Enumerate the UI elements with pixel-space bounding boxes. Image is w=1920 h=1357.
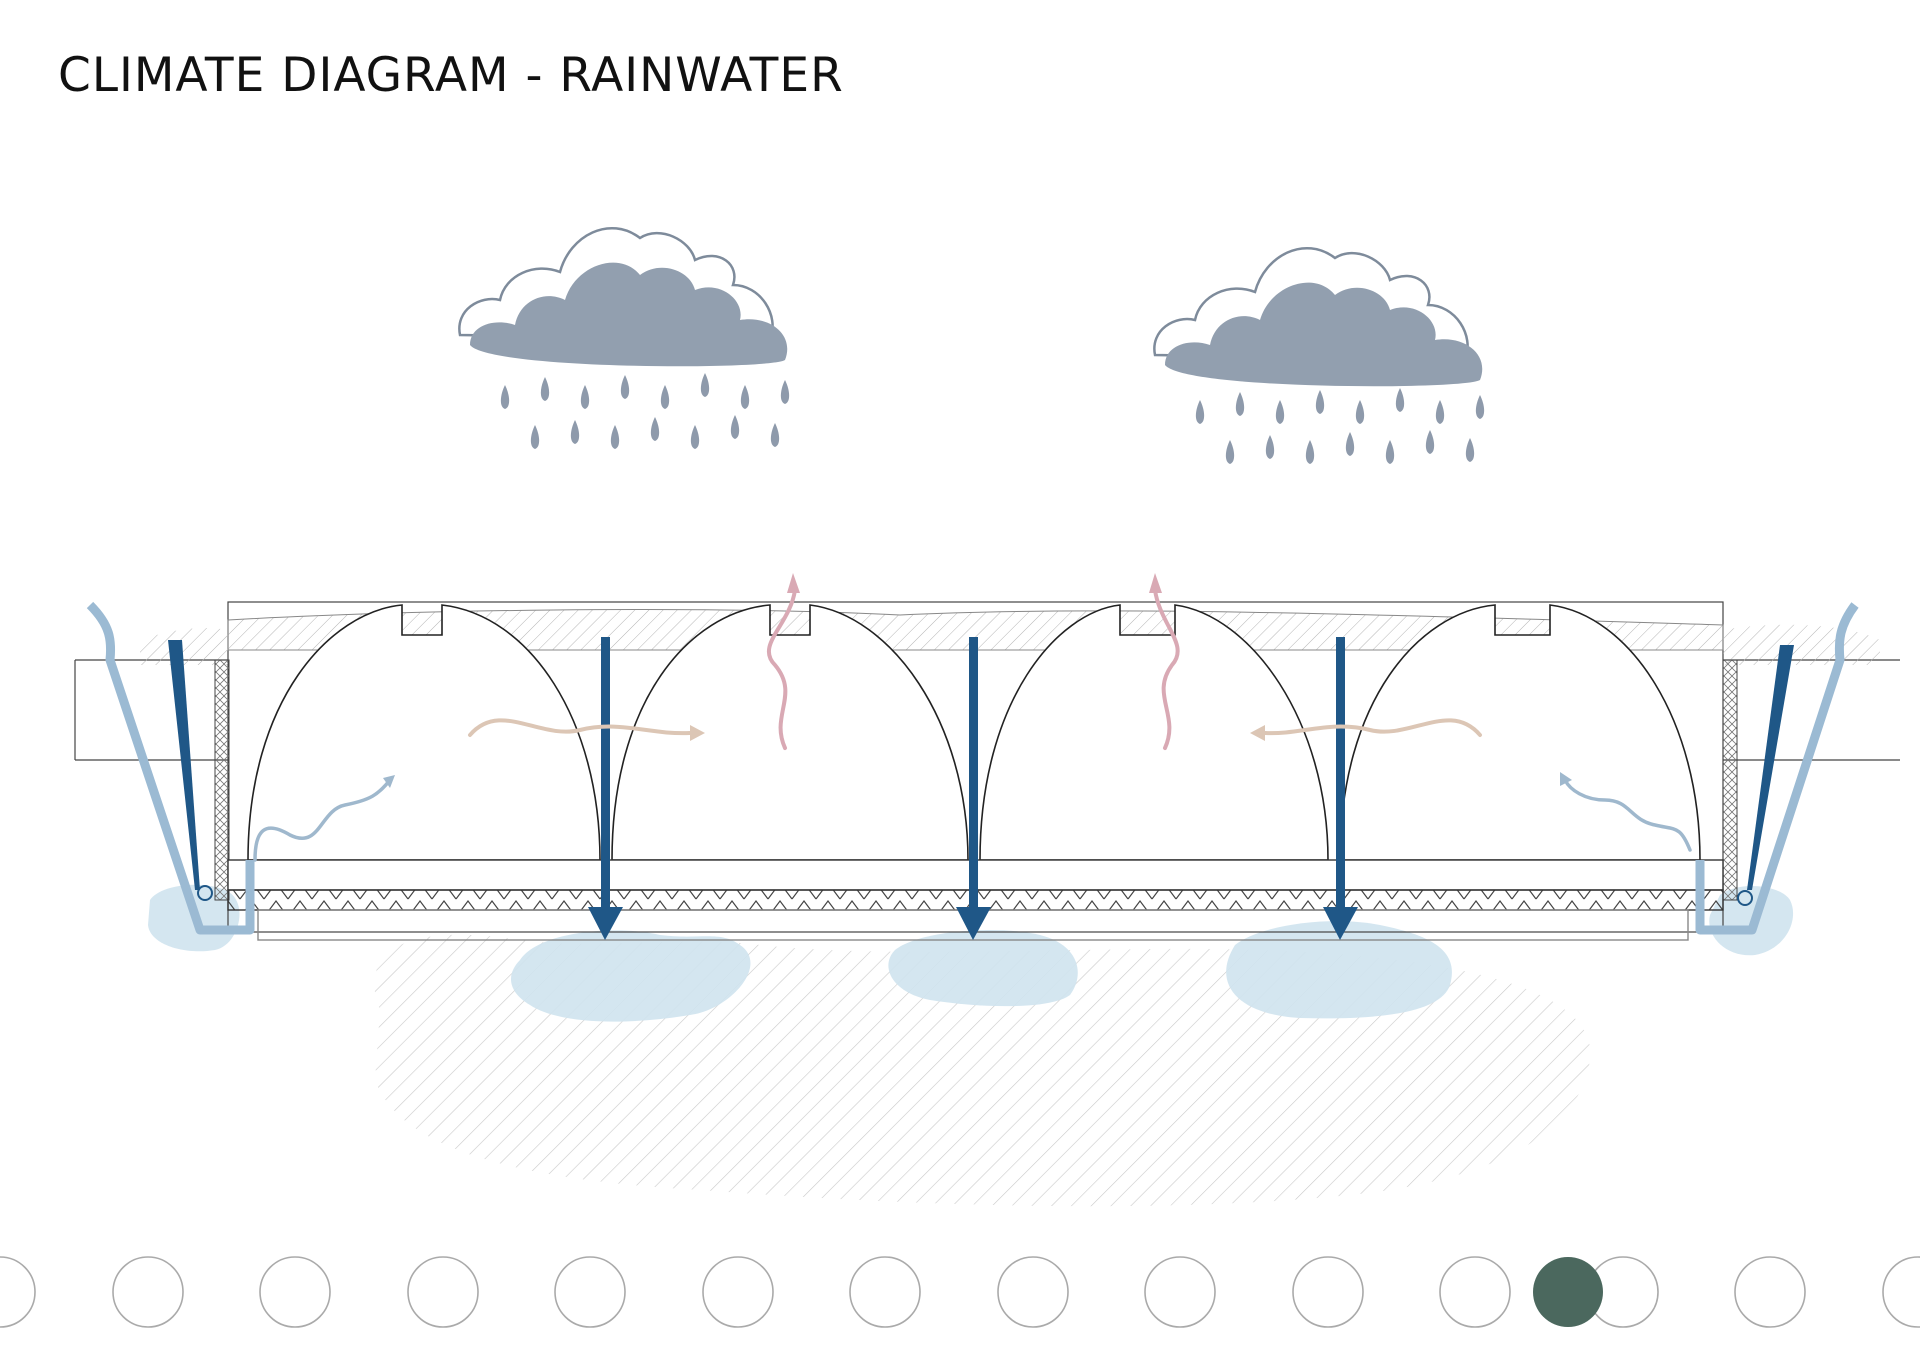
right-gutter-channel <box>1695 602 1859 935</box>
groundwater-pools <box>148 884 1794 1022</box>
rain-drop-icon <box>570 420 580 444</box>
rain-drop-icon <box>780 380 790 404</box>
rain-drop-icon <box>740 385 750 409</box>
evaporation-flow <box>767 573 1180 750</box>
page-title: CLIMATE DIAGRAM - RAINWATER <box>58 48 844 103</box>
moist-air-flow <box>253 772 1692 862</box>
evaporation-arrow-icon <box>787 573 800 593</box>
rain-drop-icon <box>1475 395 1485 419</box>
pager-dot[interactable] <box>997 1256 1069 1328</box>
rain-drops <box>500 373 1485 464</box>
rain-drop-icon <box>1465 438 1475 462</box>
rain-drop-icon <box>690 425 700 449</box>
rain-drop-icon <box>1425 430 1435 454</box>
rain-drop-icon <box>540 377 550 401</box>
downpipe-arrow-icon <box>588 907 623 940</box>
left-gutter-channel <box>86 601 255 935</box>
rain-drop-icon <box>1265 435 1275 459</box>
rain-drop-icon <box>1355 400 1365 424</box>
pager-dot[interactable] <box>1882 1256 1920 1328</box>
pager-dot[interactable] <box>1439 1256 1511 1328</box>
pager-dot-active[interactable] <box>1533 1257 1603 1327</box>
right-drain-outlet-icon <box>1737 890 1753 906</box>
rain-drop-icon <box>1195 400 1205 424</box>
rain-drop-icon <box>1275 400 1285 424</box>
pager-dot[interactable] <box>1144 1256 1216 1328</box>
rain-drop-icon <box>1225 440 1235 464</box>
rain-drop-icon <box>580 385 590 409</box>
rain-cloud-icon <box>1153 247 1483 387</box>
rain-drop-icon <box>620 375 630 399</box>
rain-drop-icon <box>1385 440 1395 464</box>
left-drain-wedge <box>168 640 200 890</box>
pager-dot[interactable] <box>1292 1256 1364 1328</box>
rain-drop-icon <box>1305 440 1315 464</box>
rain-drop-icon <box>770 423 780 447</box>
vault-arches <box>247 604 1701 861</box>
rain-drop-icon <box>500 385 510 409</box>
pager-dot[interactable] <box>849 1256 921 1328</box>
left-drain-outlet-icon <box>197 885 213 901</box>
warm-air-flow <box>468 718 1482 741</box>
downpipe-arrows <box>588 637 1358 940</box>
downpipe-arrow-icon <box>956 907 991 940</box>
pager-dot[interactable] <box>554 1256 626 1328</box>
downpipe-arrow-icon <box>1323 907 1358 940</box>
rain-drop-icon <box>730 415 740 439</box>
pager-dot[interactable] <box>702 1256 774 1328</box>
pager-dot[interactable] <box>407 1256 479 1328</box>
right-drain-wedge <box>1747 645 1794 890</box>
pager-dot[interactable] <box>0 1256 36 1328</box>
rain-cloud-icon <box>458 227 788 367</box>
left-terrain-hatch <box>140 628 228 665</box>
pager-dot[interactable] <box>1734 1256 1806 1328</box>
rain-drop-icon <box>700 373 710 397</box>
pager-dot[interactable] <box>259 1256 331 1328</box>
rain-drop-icon <box>1315 390 1325 414</box>
rain-drop-icon <box>1345 432 1355 456</box>
rain-drop-icon <box>1435 400 1445 424</box>
rain-drop-icon <box>530 425 540 449</box>
pager-dot[interactable] <box>112 1256 184 1328</box>
rain-drop-icon <box>1395 388 1405 412</box>
rain-drop-icon <box>1235 392 1245 416</box>
right-wall-insulation <box>1722 659 1738 901</box>
evaporation-arrow-icon <box>1149 573 1162 593</box>
rain-drop-icon <box>650 417 660 441</box>
rain-drop-icon <box>660 385 670 409</box>
left-wall-insulation <box>214 659 230 901</box>
rain-drop-icon <box>610 425 620 449</box>
